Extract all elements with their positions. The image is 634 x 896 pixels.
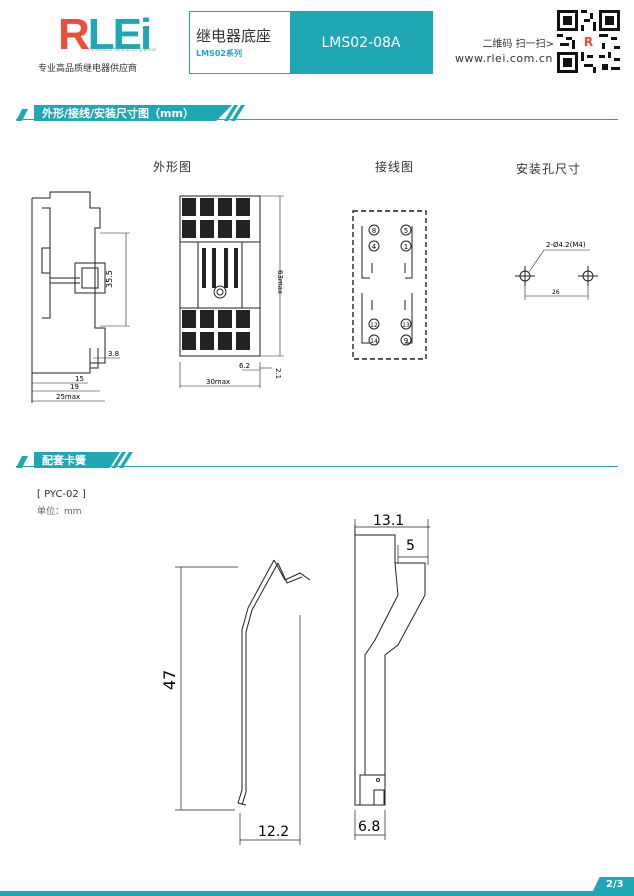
section1-stripes — [16, 105, 245, 121]
dim-6-2: 6.2 — [239, 362, 250, 370]
dim-30max: 30max — [206, 378, 230, 386]
dim-63max: 63max — [276, 270, 284, 294]
logo-tagline: Professional Manufacturing Brand — [88, 47, 156, 52]
dim-3-8: 3.8 — [108, 350, 119, 358]
dim-35-5: 35.5 — [105, 270, 114, 288]
product-name: 继电器底座 — [196, 27, 272, 45]
spring-clip-front-view: 13.1 5 6.8 — [354, 513, 430, 840]
part-number: [ PYC-02 ] — [37, 489, 86, 500]
product-series: LMS02系列 — [196, 49, 242, 58]
terminal-13: 13 — [402, 322, 410, 329]
section2-divider — [16, 466, 618, 467]
unit-label: 单位：mm — [37, 507, 82, 517]
dim-6-8: 6.8 — [358, 819, 380, 835]
dim-2-1: 2.1 — [274, 368, 282, 379]
qr-hint: 二维码 扫一扫> — [482, 39, 554, 50]
dim-12-2: 12.2 — [258, 824, 289, 840]
dim-hole: 2-Ø4.2(M4) — [546, 241, 586, 249]
section2-header: 配套卡簧 — [34, 452, 120, 468]
dim-5: 5 — [406, 538, 415, 554]
product-model: LMS02-08A — [290, 12, 432, 73]
terminal-12: 12 — [370, 322, 378, 329]
section1-title: 外形/接线/安装尺寸图（mm） — [42, 107, 194, 120]
section1-header: 外形/接线/安装尺寸图（mm） — [34, 105, 232, 121]
dim-15: 15 — [75, 375, 84, 383]
dim-19: 19 — [70, 383, 79, 391]
dim-25max: 25max — [56, 393, 80, 401]
logo-letters: LEi — [87, 10, 152, 59]
qr-code: R — [557, 10, 620, 73]
terminal-5: 5 — [404, 227, 408, 235]
outline-front-view: 63max 6.2 2.1 30max — [179, 195, 284, 388]
section1-divider — [16, 119, 618, 120]
dim-47: 47 — [160, 670, 179, 690]
page-number: 2/3 — [606, 879, 624, 890]
dim-26: 26 — [552, 289, 560, 296]
mounting-label: 安装孔尺寸 — [516, 162, 582, 176]
svg-text:R: R — [584, 35, 593, 49]
logo-letter-r: R — [58, 10, 90, 59]
terminal-8: 8 — [372, 227, 376, 235]
product-box: 继电器底座 LMS02系列 LMS02-08A — [189, 11, 433, 74]
terminal-1: 1 — [404, 243, 408, 251]
terminal-4: 4 — [372, 243, 377, 251]
outline-label: 外形图 — [153, 160, 193, 174]
slogan: 专业高品质继电器供应商 — [38, 64, 138, 74]
website-link[interactable]: www.rlei.com.cn — [455, 52, 553, 65]
terminal-9: 9 — [404, 337, 408, 345]
wiring-diagram: 8 5 4 1 12 13 14 9 — [352, 210, 427, 360]
footer-bar — [0, 891, 634, 896]
dim-13-1: 13.1 — [373, 513, 404, 529]
section2-stripes — [16, 452, 133, 468]
outline-side-view: 35.5 3.8 15 19 25max — [31, 191, 130, 403]
mounting-hole-diagram: 2-Ø4.2(M4) 26 — [515, 241, 598, 300]
spring-clip-side-view: 47 12.2 — [160, 559, 310, 845]
footer-tab — [592, 877, 634, 893]
logo: RLEi — [58, 10, 152, 59]
terminal-14: 14 — [370, 338, 378, 345]
section2-title: 配套卡簧 — [42, 454, 86, 467]
wiring-label: 接线图 — [375, 160, 415, 174]
